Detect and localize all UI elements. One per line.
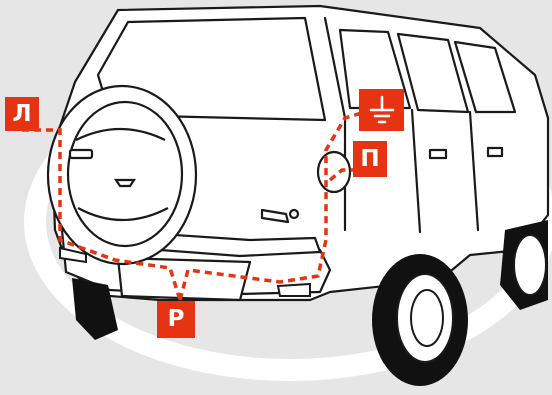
badge-rear: Р — [157, 301, 195, 338]
badge-left: Л — [5, 97, 39, 131]
ground-symbol — [368, 95, 396, 125]
ground-icon — [359, 89, 404, 131]
badge-right: П — [353, 141, 387, 177]
spare-tire — [48, 86, 196, 264]
rear-wheel — [372, 254, 468, 386]
